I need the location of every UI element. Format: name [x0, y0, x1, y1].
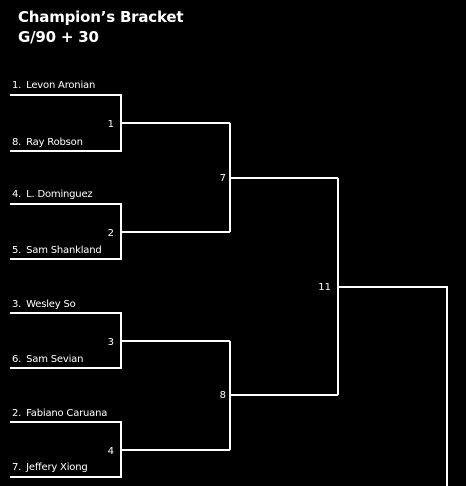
- match-number: 1: [108, 119, 114, 130]
- time-control: G/90 + 30: [18, 28, 99, 46]
- match-number: 8: [220, 390, 226, 401]
- player-entry: 7.Jeffery Xiong: [12, 462, 88, 473]
- match-1-connector: [10, 94, 230, 152]
- match-number: 11: [318, 282, 331, 293]
- match-11-connector: [337, 178, 448, 486]
- player-entry: 3.Wesley So: [12, 299, 76, 310]
- match-7-connector: [229, 123, 338, 232]
- player-entry: 1.Levon Aronian: [12, 80, 95, 91]
- match-number: 7: [220, 173, 226, 184]
- player-entry: 5.Sam Shankland: [12, 245, 102, 256]
- match-number: 2: [108, 228, 114, 239]
- bracket-title: Champion’s Bracket: [18, 8, 184, 26]
- match-number: 3: [108, 337, 114, 348]
- match-4-connector: [10, 421, 230, 478]
- match-2-connector: [10, 203, 230, 260]
- match-8-connector: [229, 341, 338, 450]
- match-number: 4: [108, 446, 114, 457]
- player-entry: 2.Fabiano Caruana: [12, 408, 107, 419]
- bracket-header: Champion’s Bracket G/90 + 30: [18, 7, 184, 47]
- player-entry: 6.Sam Sevian: [12, 354, 83, 365]
- player-entry: 8.Ray Robson: [12, 137, 83, 148]
- match-3-connector: [10, 312, 230, 369]
- player-entry: 4.L. Dominguez: [12, 189, 92, 200]
